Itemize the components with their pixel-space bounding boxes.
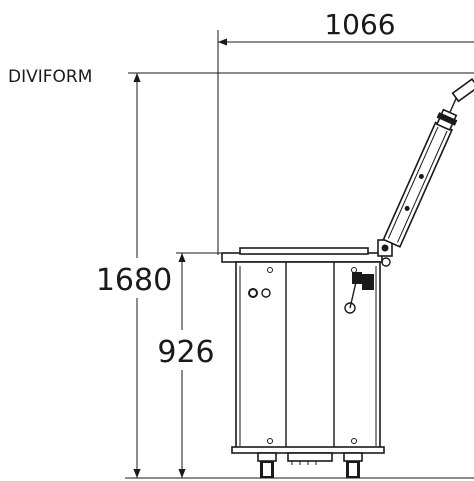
lid-frame: [382, 121, 454, 248]
total-height-value: 1680: [96, 263, 172, 298]
vent-grille: [362, 274, 374, 290]
wheel-left: [257, 452, 277, 478]
total-height-dimension: 1680: [96, 72, 474, 478]
cabinet: [235, 261, 381, 451]
width-value: 1066: [324, 8, 395, 41]
machine-illustration: [221, 77, 474, 478]
screw: [351, 438, 357, 444]
screw: [267, 438, 273, 444]
crank-arm: [349, 281, 357, 309]
tilted-lid: [382, 77, 474, 248]
product-name: DIVIFORM: [8, 67, 92, 87]
lid-handle: [451, 77, 474, 103]
top-plate-rim: [239, 247, 369, 255]
body-height-value: 926: [157, 335, 214, 370]
base-plate: [231, 446, 385, 454]
screw: [267, 267, 273, 273]
control-button: [261, 288, 271, 298]
wheel-right: [343, 452, 363, 478]
crank-hub: [344, 302, 356, 314]
lid-hinge: [377, 239, 393, 267]
width-dimension: 1066: [217, 8, 474, 255]
base-connector: [287, 452, 333, 462]
